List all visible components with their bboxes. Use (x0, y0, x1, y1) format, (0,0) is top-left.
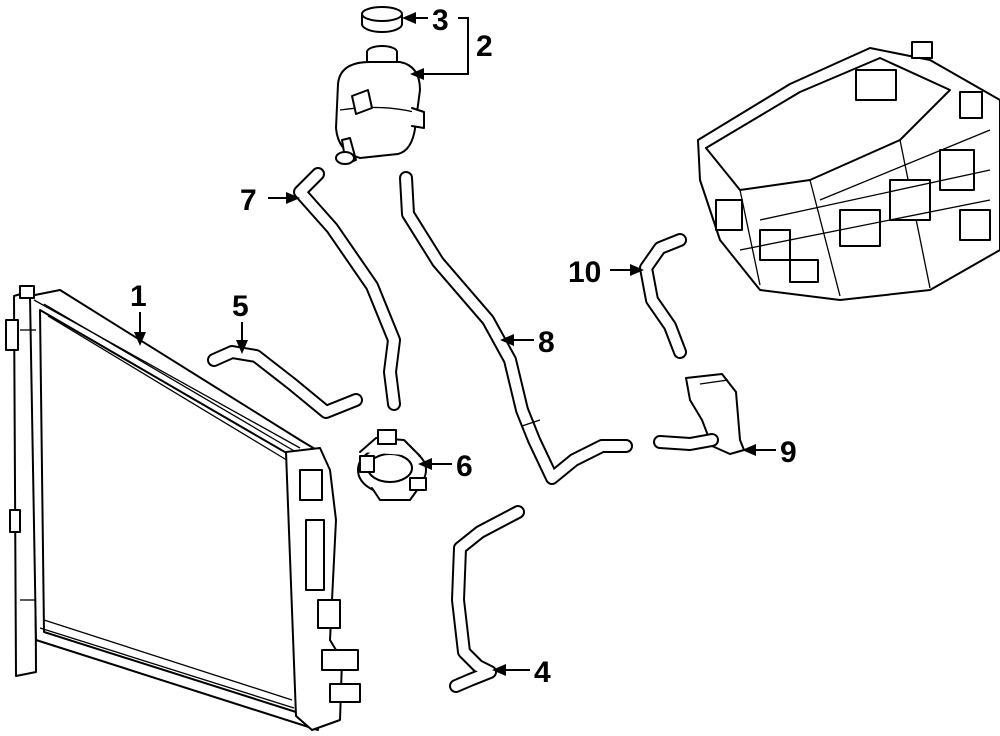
callout-9: 9 (780, 436, 797, 469)
callout-leaders (134, 12, 776, 676)
hose-7 (293, 167, 401, 411)
callout-1: 1 (130, 280, 147, 313)
hose-4 (449, 505, 525, 693)
callout-6: 6 (456, 450, 473, 483)
hose-5 (207, 345, 363, 419)
callout-2: 2 (476, 30, 493, 63)
callout-7: 7 (240, 184, 257, 217)
coolant-reservoir (335, 45, 425, 165)
hose-8 (399, 171, 633, 485)
reservoir-cap (361, 6, 403, 33)
callout-3: 3 (432, 4, 449, 37)
callout-5: 5 (232, 290, 249, 323)
hose-10 (639, 233, 687, 359)
water-pump (357, 429, 427, 501)
inverter-assembly (697, 41, 1000, 301)
pipe-9 (653, 373, 745, 455)
callout-8: 8 (538, 326, 555, 359)
callout-4: 4 (534, 656, 551, 689)
radiator (5, 285, 361, 731)
callout-10: 10 (568, 256, 601, 289)
